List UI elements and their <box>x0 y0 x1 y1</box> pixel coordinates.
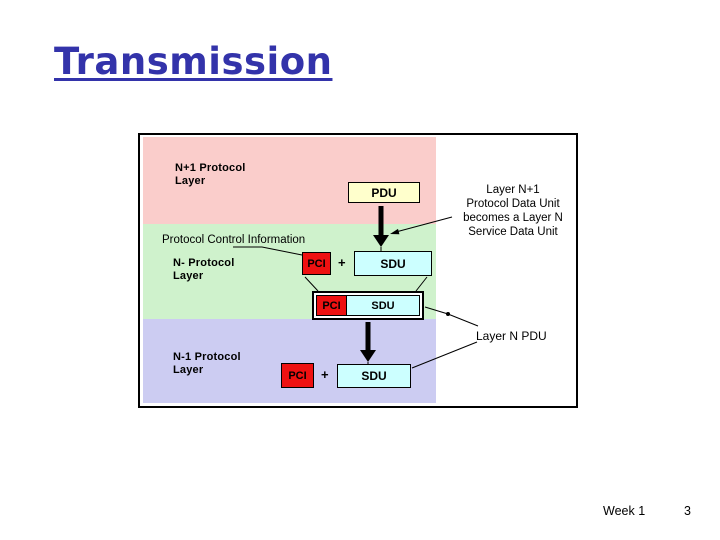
layer-n-pdu-label: Layer N PDU <box>476 329 547 343</box>
label-layer-n-plus-1: N+1 Protocol Layer <box>175 162 246 187</box>
protocol-layers-diagram: N+1 Protocol Layer N- Protocol Layer N-1… <box>138 133 578 408</box>
pci-box-layer-n-minus-1: PCI <box>281 363 314 388</box>
combined-pdu-box: PCI SDU <box>312 291 424 320</box>
sdu-box-layer-n-minus-1: SDU <box>337 364 411 388</box>
slide-title: Transmission <box>54 40 333 83</box>
footer-page-number: 3 <box>684 504 691 518</box>
combined-pdu-inner: PCI SDU <box>316 295 420 316</box>
plus-sign-layer-n: + <box>338 255 346 270</box>
pdu-box: PDU <box>348 182 420 203</box>
pci-expansion-label: Protocol Control Information <box>162 234 306 246</box>
sdu-box-layer-n: SDU <box>354 251 432 276</box>
label-layer-n-minus-1: N-1 Protocol Layer <box>173 351 241 376</box>
layer-band-n-plus-1 <box>143 137 436 224</box>
combined-sdu-cell: SDU <box>347 296 419 315</box>
layer-band-n-minus-1 <box>143 319 436 403</box>
label-layer-n: N- Protocol Layer <box>173 257 235 282</box>
plus-sign-layer-n-minus-1: + <box>321 367 329 382</box>
pdu-becomes-sdu-note: Layer N+1 Protocol Data Unit becomes a L… <box>463 184 563 238</box>
footer-week-label: Week 1 <box>603 504 646 518</box>
pci-box-layer-n: PCI <box>302 252 331 275</box>
combined-pci-cell: PCI <box>317 296 347 315</box>
